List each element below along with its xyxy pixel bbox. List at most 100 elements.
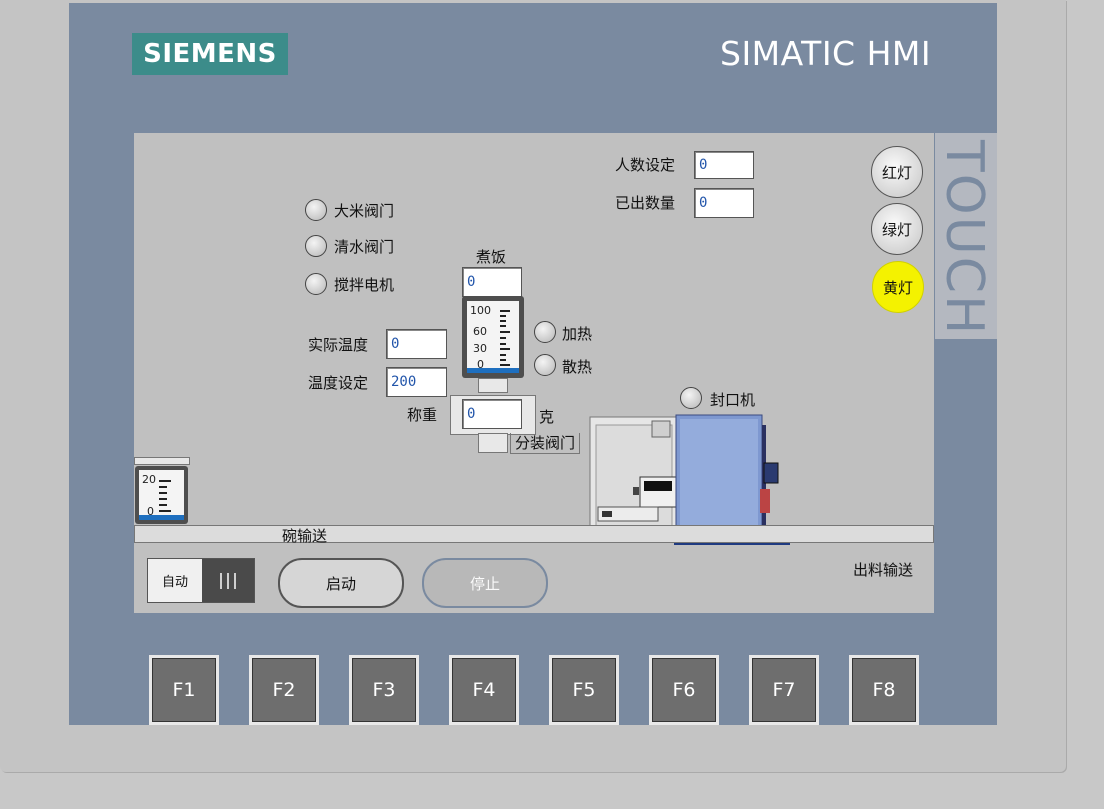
f5-key[interactable]: F5 — [549, 655, 619, 725]
f3-key-label: F3 — [352, 658, 416, 722]
cooker-tank: 100 60 30 0 — [462, 296, 524, 378]
cooker-tick-mark — [500, 337, 506, 339]
rice-valve-indicator[interactable] — [305, 199, 327, 221]
stop-button[interactable]: 停止 — [422, 558, 548, 608]
yellow-lamp: 黄灯 — [872, 261, 924, 313]
bowl-tick-mark — [159, 504, 167, 506]
auto-toggle-switch[interactable]: 自动 — [147, 558, 255, 603]
bowl-fill — [139, 515, 184, 520]
auto-toggle-knob[interactable] — [202, 559, 254, 602]
set-temp-label: 温度设定 — [308, 374, 369, 392]
f1-key[interactable]: F1 — [149, 655, 219, 725]
cooker-tank-inner: 100 60 30 0 — [467, 301, 519, 373]
people-set-label: 人数设定 — [615, 156, 676, 174]
cool-label: 散热 — [562, 358, 593, 376]
cooker-tick-60: 60 — [473, 325, 487, 338]
cooker-tick-mark — [500, 315, 506, 317]
green-lamp: 绿灯 — [871, 203, 923, 255]
touch-label: TOUCH — [934, 139, 994, 337]
cooker-tick-mark — [500, 310, 510, 312]
cooker-tick-30: 30 — [473, 342, 487, 355]
mixer-motor-label: 搅拌电机 — [334, 276, 395, 294]
weigh-field: 0 — [462, 399, 522, 429]
red-lamp-label: 红灯 — [881, 163, 912, 182]
heat-indicator[interactable] — [534, 321, 556, 343]
f5-key-label: F5 — [552, 658, 616, 722]
f7-key[interactable]: F7 — [749, 655, 819, 725]
f8-key[interactable]: F8 — [849, 655, 919, 725]
bowl-tick-mark — [159, 492, 167, 494]
cooker-tick-mark — [500, 354, 506, 356]
hmi-screen: 大米阀门 清水阀门 搅拌电机 人数设定 0 已出数量 0 红灯 绿灯 黄灯 煮饭… — [134, 133, 934, 613]
people-set-input[interactable]: 0 — [694, 151, 754, 179]
cook-input[interactable]: 0 — [462, 267, 522, 297]
water-valve-label: 清水阀门 — [334, 238, 395, 256]
machine-tray-part — [602, 511, 612, 517]
machine-vent — [651, 420, 671, 438]
simatic-hmi-title: SIMATIC HMI — [720, 34, 932, 73]
cooker-tick-mark — [500, 343, 506, 345]
f3-key[interactable]: F3 — [349, 655, 419, 725]
bowl-gauge-cap — [134, 457, 190, 465]
cook-label: 煮饭 — [476, 248, 507, 266]
machine-motor-red-part — [760, 489, 770, 513]
weigh-unit: 克 — [539, 408, 555, 426]
cooker-tick-mark — [500, 331, 510, 333]
bowl-conveyor-label: 碗输送 — [282, 527, 328, 545]
cooker-tick-mark — [500, 359, 506, 361]
output-conveyor-label: 出料输送 — [853, 561, 914, 579]
touch-strip — [935, 133, 997, 339]
cooker-tick-mark — [500, 320, 506, 322]
f8-key-label: F8 — [852, 658, 916, 722]
f1-key-label: F1 — [152, 658, 216, 722]
red-lamp: 红灯 — [871, 146, 923, 198]
cooker-tick-0: 0 — [477, 358, 484, 371]
dispense-valve-body — [478, 433, 508, 453]
bowl-tick-mark — [159, 510, 171, 512]
actual-temp-label: 实际温度 — [308, 336, 369, 354]
bowl-tick-mark — [159, 480, 171, 482]
cooker-outlet — [478, 378, 508, 393]
water-valve-indicator[interactable] — [305, 235, 327, 257]
mixer-motor-indicator[interactable] — [305, 273, 327, 295]
f4-key-label: F4 — [452, 658, 516, 722]
people-done-field: 0 — [694, 188, 754, 218]
f2-key[interactable]: F2 — [249, 655, 319, 725]
cooker-tick-mark — [500, 325, 506, 327]
bowl-tick-mark — [159, 486, 167, 488]
auto-toggle-label: 自动 — [161, 575, 188, 590]
machine-sealer-slot — [644, 481, 672, 491]
people-done-label: 已出数量 — [615, 194, 676, 212]
set-temp-input[interactable]: 200 — [386, 367, 447, 397]
machine-tray-part — [633, 487, 639, 495]
f6-key[interactable]: F6 — [649, 655, 719, 725]
siemens-logo: SIEMENS — [132, 33, 288, 75]
grip-icon — [220, 572, 236, 589]
yellow-lamp-label: 黄灯 — [882, 278, 913, 297]
f4-key[interactable]: F4 — [449, 655, 519, 725]
actual-temp-field: 0 — [386, 329, 447, 359]
sealer-label: 封口机 — [710, 391, 756, 409]
sealer-indicator[interactable] — [680, 387, 702, 409]
weigh-label: 称重 — [407, 406, 438, 424]
cooker-tick-mark — [500, 364, 510, 366]
cooker-tick-mark — [500, 348, 510, 350]
cool-indicator[interactable] — [534, 354, 556, 376]
cooker-fill — [467, 368, 519, 373]
f2-key-label: F2 — [252, 658, 316, 722]
dispense-valve-label: 分装阀门 — [510, 433, 581, 454]
machine-right-panel — [680, 419, 758, 539]
f6-key-label: F6 — [652, 658, 716, 722]
bowl-tank-inner: 20 0 — [139, 470, 184, 520]
bowl-tick-20: 20 — [142, 473, 156, 486]
machine-motor — [763, 462, 779, 484]
cooker-tick-100: 100 — [470, 304, 491, 317]
rice-valve-label: 大米阀门 — [334, 202, 395, 220]
conveyor-belt — [134, 525, 934, 543]
start-button[interactable]: 启动 — [278, 558, 404, 608]
bowl-tick-0: 0 — [147, 505, 154, 518]
machine-tray — [597, 506, 659, 522]
heat-label: 加热 — [562, 325, 593, 343]
f7-key-label: F7 — [752, 658, 816, 722]
green-lamp-label: 绿灯 — [881, 220, 912, 239]
